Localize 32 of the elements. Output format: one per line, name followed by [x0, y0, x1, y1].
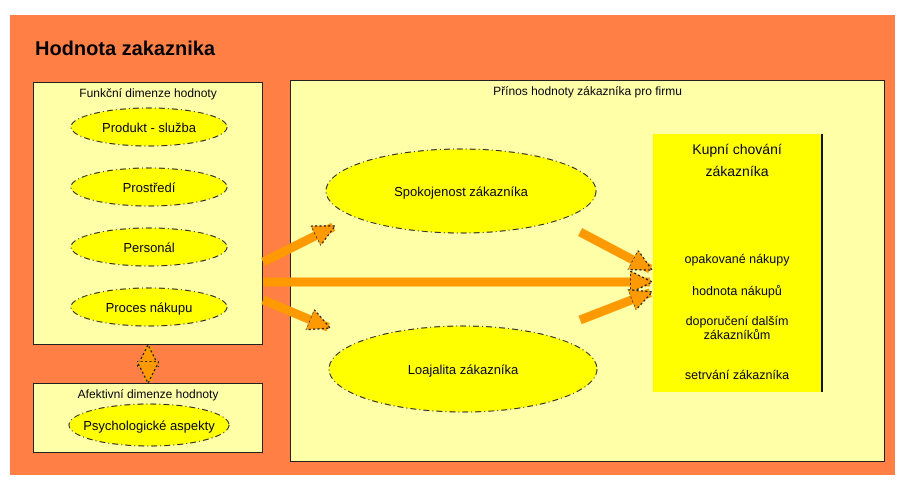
node-label: Spokojenost zákazníka	[394, 184, 528, 198]
node-label: Personál	[123, 240, 175, 254]
list-item: doporučení dalším zákazníkům	[684, 314, 790, 342]
ellipse-node	[69, 404, 229, 446]
list-item: hodnota nákupů	[691, 284, 783, 298]
block-arrow	[578, 288, 653, 324]
group-panel	[33, 82, 263, 345]
block-arrow	[136, 344, 160, 384]
block-arrow	[261, 296, 331, 332]
list-box	[653, 134, 823, 392]
node-label: Produkt - služba	[102, 120, 196, 134]
ellipse-node	[329, 326, 597, 412]
list-item: setrvání zákazníka	[684, 368, 790, 382]
ellipse-node	[71, 228, 227, 266]
group-panel	[290, 80, 885, 462]
node-label: Proces nákupu	[106, 300, 192, 314]
ellipse-node	[71, 108, 227, 146]
panel-heading: Funkční dimenze hodnoty	[78, 86, 218, 100]
node-label: Loajalita zákazníka	[408, 362, 518, 376]
box-heading: Kupní chování zákazníka	[691, 140, 783, 181]
ellipse-node	[71, 168, 227, 206]
node-label: Prostředí	[122, 180, 176, 194]
node-label: Psychologické aspekty	[83, 418, 215, 432]
block-arrow	[578, 228, 653, 274]
diagram-title: Hodnota zakaznika	[35, 38, 216, 61]
panel-heading: Afektivní dimenze hodnoty	[76, 387, 220, 401]
ellipse-node	[71, 288, 227, 326]
group-panel	[33, 383, 263, 453]
panel-heading: Přínos hodnoty zákazníka pro firmu	[492, 84, 683, 98]
list-item: opakované nákupy	[684, 252, 790, 266]
ellipse-node	[326, 149, 596, 233]
block-arrow	[261, 222, 336, 266]
